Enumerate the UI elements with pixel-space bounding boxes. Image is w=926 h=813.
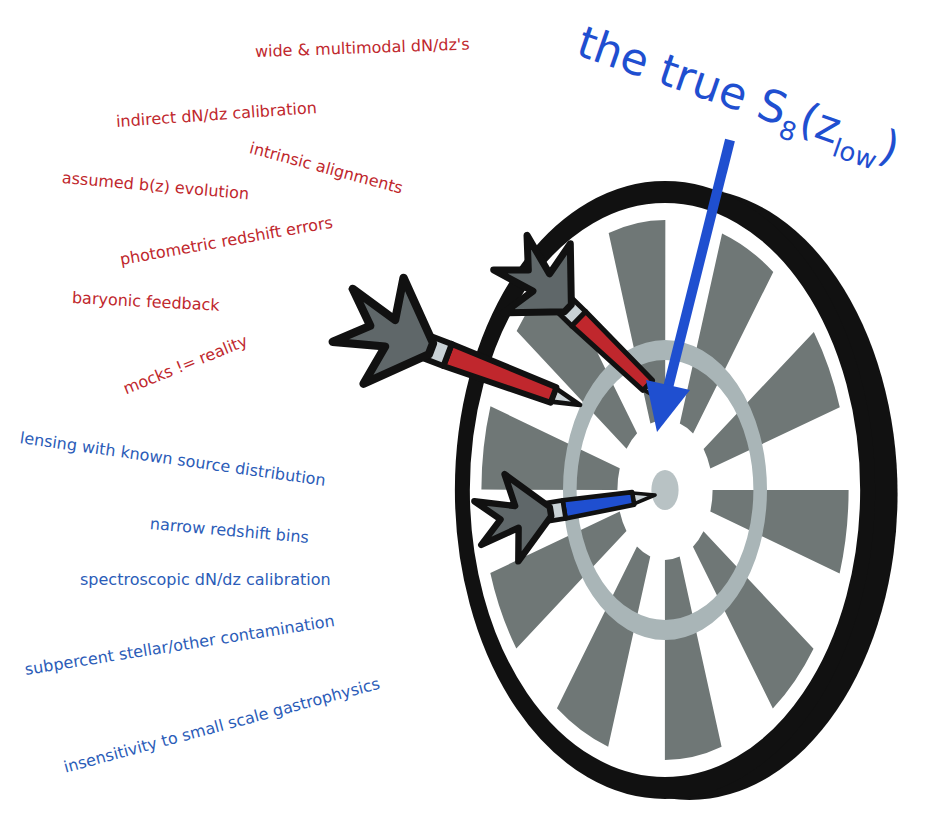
blue-label: subpercent stellar/other contamination [23,611,335,679]
blue-label: spectroscopic dN/dz calibration [80,570,331,589]
red-label: assumed b(z) evolution [61,168,250,203]
title: the true S8(zlow) [568,16,906,183]
bullseye [651,470,678,510]
red-label: photometric redshift errors [118,213,334,269]
board-ring [570,350,760,630]
blue-label: insensitivity to small scale gastrophysi… [62,674,382,777]
blue-dart [471,451,662,566]
red-label: mocks != reality [120,331,250,398]
red-label: indirect dN/dz calibration [115,98,317,131]
dartboard [462,188,897,800]
red-dart [477,218,698,436]
red-label: baryonic feedback [71,288,220,315]
board-face [462,192,867,788]
pointer-arrow [668,140,730,388]
red-label: wide & multimodal dN/dz's [255,35,470,62]
pointer-arrowhead [646,380,690,432]
blue-label: lensing with known source distribution [19,428,327,490]
title-text: the true S [571,16,794,135]
red-dart [323,262,600,458]
red-label: intrinsic alignments [248,138,405,197]
blue-label: narrow redshift bins [149,514,309,547]
board-segments [549,320,780,660]
title-subscript: low [829,133,881,176]
